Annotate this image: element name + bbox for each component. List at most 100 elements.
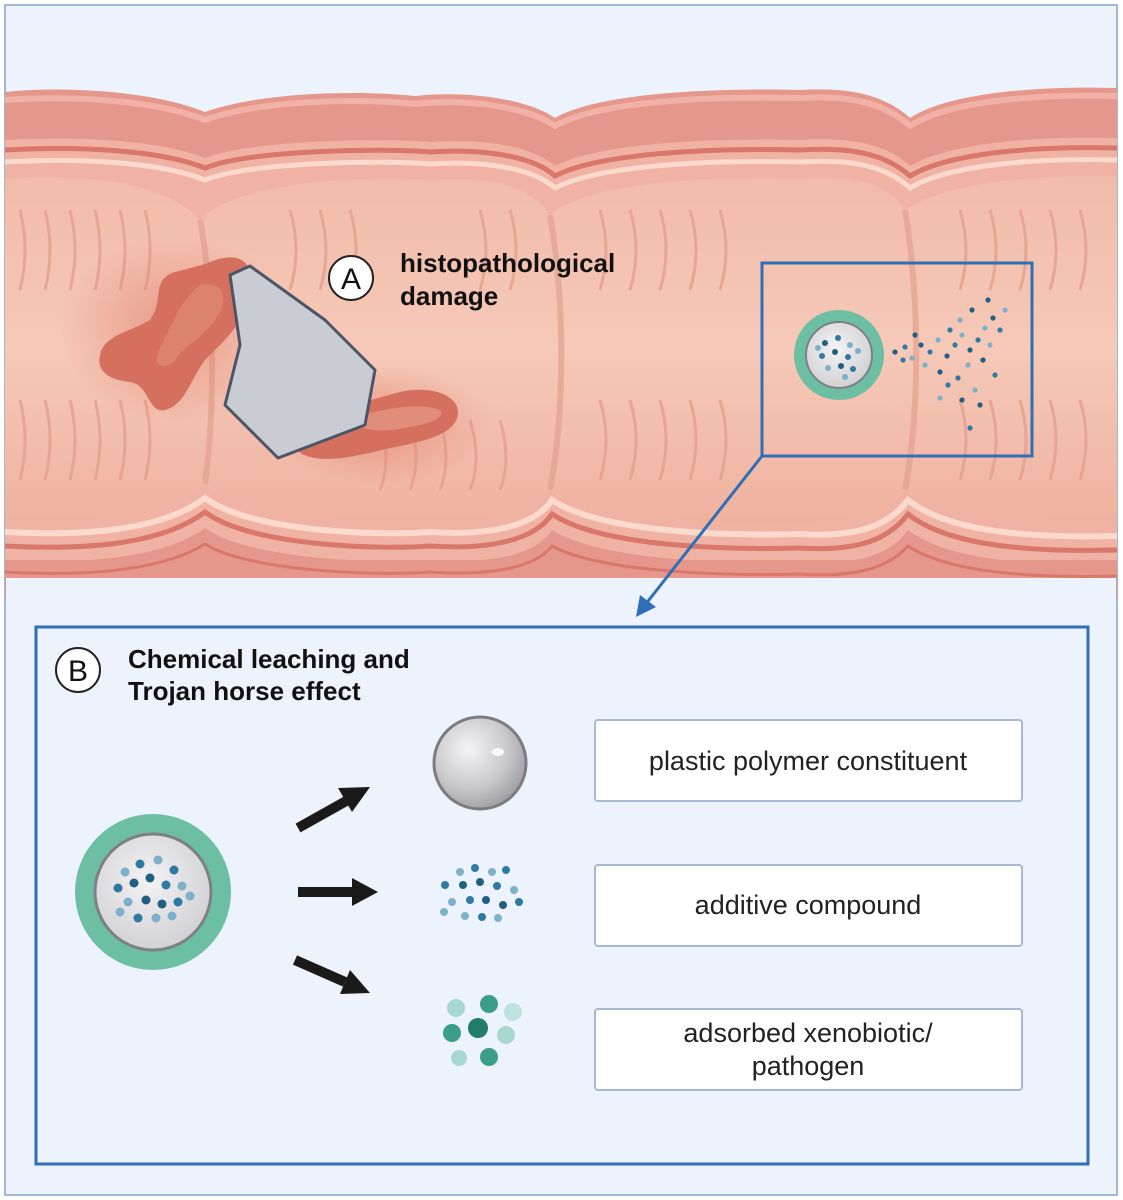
additive-dot — [456, 868, 464, 876]
additive-dot — [488, 868, 496, 876]
panel-b-title-line-1: Chemical leaching and — [128, 644, 410, 674]
zoom-core-dots — [815, 335, 861, 380]
additive-dot — [502, 866, 510, 874]
legend-xenobiotic-label-line-1: adsorbed xenobiotic/ — [683, 1018, 933, 1048]
xenobiotic-particle — [504, 1003, 522, 1021]
arrow-to-polymer — [295, 787, 370, 833]
additive-dot — [482, 896, 490, 904]
zoom-core-dot — [819, 353, 825, 359]
legend-polymer-box — [594, 719, 1023, 802]
xenobiotic-pathogen-icon — [443, 995, 522, 1066]
plastic-fragment — [223, 264, 377, 460]
additive-dot — [515, 898, 523, 906]
particle-core-dot — [173, 897, 183, 907]
leaching-dot — [902, 344, 908, 350]
xenobiotic-particle — [480, 1048, 498, 1066]
leaching-dot — [980, 357, 986, 363]
leaching-dot — [969, 307, 975, 313]
particle-core-dot — [157, 899, 167, 909]
panel-a-badge — [328, 255, 374, 301]
zoom-particle-core — [805, 321, 873, 389]
leaching-dot — [967, 425, 973, 431]
leaching-dot — [892, 349, 898, 355]
leaching-dot — [952, 342, 958, 348]
zoom-core-dot — [835, 335, 841, 341]
leaching-dot — [955, 375, 961, 381]
zoom-core-dot — [838, 363, 844, 369]
legend-xenobiotic-box — [594, 1008, 1023, 1091]
intestine-illustration — [4, 87, 1118, 618]
additive-dot — [471, 864, 479, 872]
particle-additive-dots — [113, 855, 195, 923]
leaching-dot — [922, 362, 928, 368]
leaching-dot — [972, 387, 978, 393]
panel-a-letter: A — [341, 263, 361, 296]
additive-dot — [466, 896, 474, 904]
particle-core-dot — [177, 881, 187, 891]
leaching-dot — [987, 342, 993, 348]
xenobiotic-particle — [443, 1024, 461, 1042]
polymer-sphere-icon — [432, 715, 528, 811]
release-arrows — [292, 787, 378, 994]
particle-core-dot — [123, 897, 133, 907]
panel-a-title-line-2: damage — [400, 281, 498, 311]
legend-xenobiotic: adsorbed xenobiotic/ pathogen — [594, 1008, 1023, 1091]
leaching-dot — [977, 402, 983, 408]
additive-dot — [448, 898, 456, 906]
legend-additive-box — [594, 864, 1023, 947]
particle-core-dot — [133, 913, 143, 923]
additive-compound-icon — [440, 864, 523, 922]
zoom-leaching-dots — [892, 297, 1008, 431]
particle-core-dot — [153, 855, 163, 865]
leaching-dot — [944, 353, 950, 359]
leaching-dot — [975, 337, 981, 343]
additive-dot — [499, 901, 507, 909]
leaching-dot — [945, 382, 951, 388]
leaching-dot — [912, 332, 918, 338]
zoom-core-dot — [815, 345, 821, 351]
additive-dot — [440, 908, 448, 916]
additive-dot — [493, 882, 501, 890]
leaching-dot — [992, 372, 998, 378]
legend-additive: additive compound — [594, 864, 1023, 947]
panel-b-title-line-2: Trojan horse effect — [128, 676, 361, 706]
leaching-dot — [959, 332, 965, 338]
particle-core-dot — [169, 865, 179, 875]
legend-polymer-label: plastic polymer constituent — [649, 746, 968, 776]
leaching-dot — [947, 327, 953, 333]
arrow-to-additive — [298, 878, 378, 906]
microplastic-particle — [75, 814, 231, 970]
leaching-dot — [1002, 307, 1008, 313]
leaching-dot — [982, 325, 988, 331]
particle-core — [93, 832, 213, 952]
zoom-connector-arrow — [636, 455, 764, 617]
xenobiotic-particle — [480, 995, 498, 1013]
zoom-core-dot — [845, 354, 851, 360]
particle-core-dot — [135, 859, 145, 869]
panel-a-title-line-1: histopathological — [400, 248, 615, 278]
particle-core-dot — [120, 867, 130, 877]
leaching-dot — [937, 369, 943, 375]
additive-dot — [478, 913, 486, 921]
leaching-dot — [965, 362, 971, 368]
particle-core-dot — [185, 891, 195, 901]
leaching-dot — [900, 357, 906, 363]
particle-core-dot — [161, 880, 171, 890]
zoom-core-dot — [822, 340, 828, 346]
zoom-core-dot — [825, 365, 831, 371]
leaching-dot — [967, 347, 973, 353]
particle-core-dot — [113, 883, 123, 893]
leaching-dot — [990, 315, 996, 321]
leaching-dot — [935, 337, 941, 343]
zoom-core-dot — [842, 374, 848, 380]
panel-b-label: B Chemical leaching and Trojan horse eff… — [55, 644, 410, 706]
zoom-core-dot — [832, 349, 838, 355]
leaching-dot — [957, 317, 963, 323]
particle-core-dot — [151, 913, 161, 923]
legend-xenobiotic-label-line-2: pathogen — [752, 1051, 865, 1081]
xenobiotic-particle — [447, 999, 465, 1017]
particle-core-dot — [141, 895, 151, 905]
additive-dot — [441, 881, 449, 889]
panel-a-label: A histopathological damage — [328, 248, 615, 311]
